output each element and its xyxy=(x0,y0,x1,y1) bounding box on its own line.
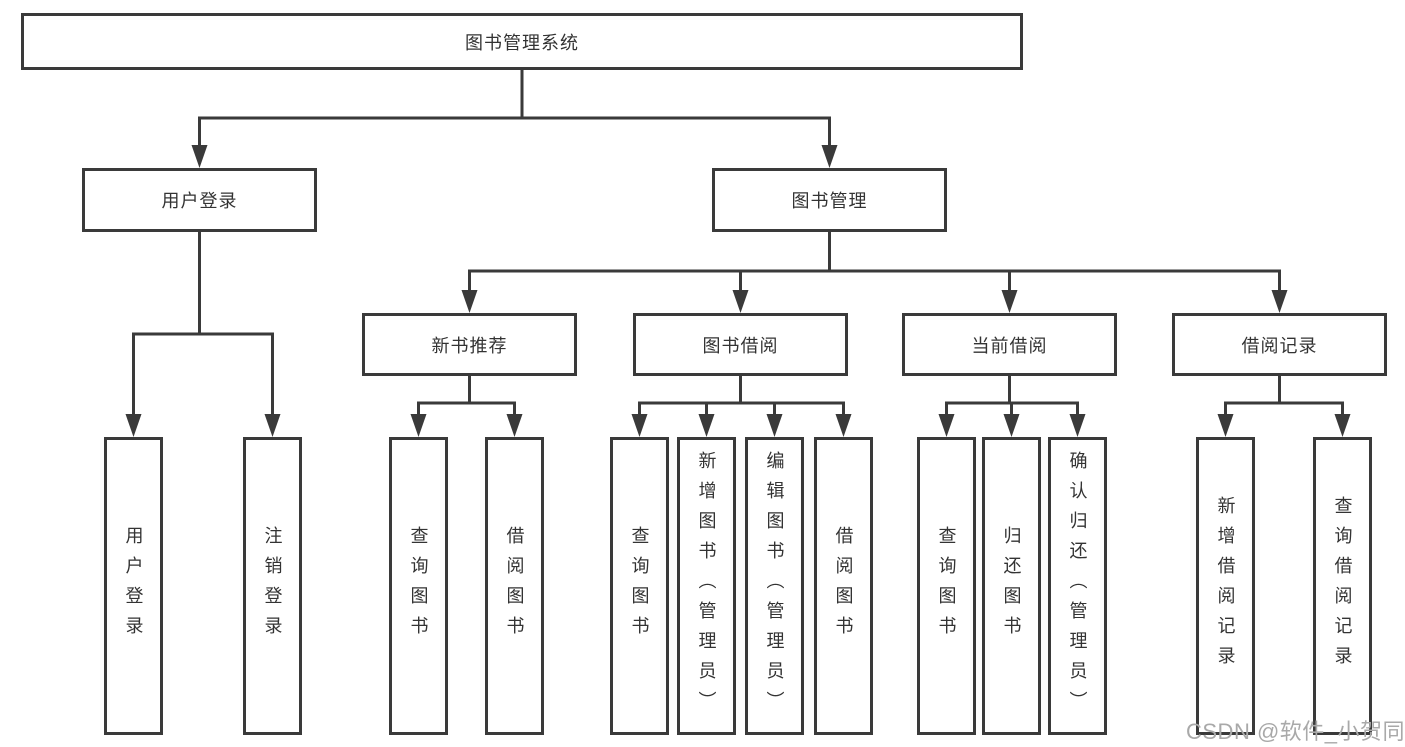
leaf-logout: 注销登录 xyxy=(243,437,302,735)
leaf-current-query-book: 查询图书 xyxy=(917,437,976,735)
leaf-records-query-borrow-record: 查询借阅记录 xyxy=(1313,437,1372,735)
leaf-recommend-borrow-book: 借阅图书 xyxy=(485,437,544,735)
node-book-borrowing: 图书借阅 xyxy=(633,313,848,376)
csdn-watermark: CSDN @软件_小贺同学 xyxy=(1186,719,1405,744)
node-user-login: 用户登录 xyxy=(82,168,317,232)
leaf-recommend-query-book: 查询图书 xyxy=(389,437,448,735)
leaf-records-add-borrow-record: 新增借阅记录 xyxy=(1196,437,1255,735)
node-current-borrowing: 当前借阅 xyxy=(902,313,1117,376)
node-new-book-recommendation: 新书推荐 xyxy=(362,313,577,376)
leaf-current-confirm-return-admin: 确认归还（管理员） xyxy=(1048,437,1107,735)
leaf-current-return-book: 归还图书 xyxy=(982,437,1041,735)
leaf-borrowing-add-book-admin: 新增图书（管理员） xyxy=(677,437,736,735)
leaf-borrowing-query-book: 查询图书 xyxy=(610,437,669,735)
node-book-management: 图书管理 xyxy=(712,168,947,232)
leaf-borrowing-borrow-book: 借阅图书 xyxy=(814,437,873,735)
leaf-borrowing-edit-book-admin: 编辑图书（管理员） xyxy=(745,437,804,735)
leaf-user-login: 用户登录 xyxy=(104,437,163,735)
node-library-management-system: 图书管理系统 xyxy=(21,13,1023,70)
node-borrowing-records: 借阅记录 xyxy=(1172,313,1387,376)
